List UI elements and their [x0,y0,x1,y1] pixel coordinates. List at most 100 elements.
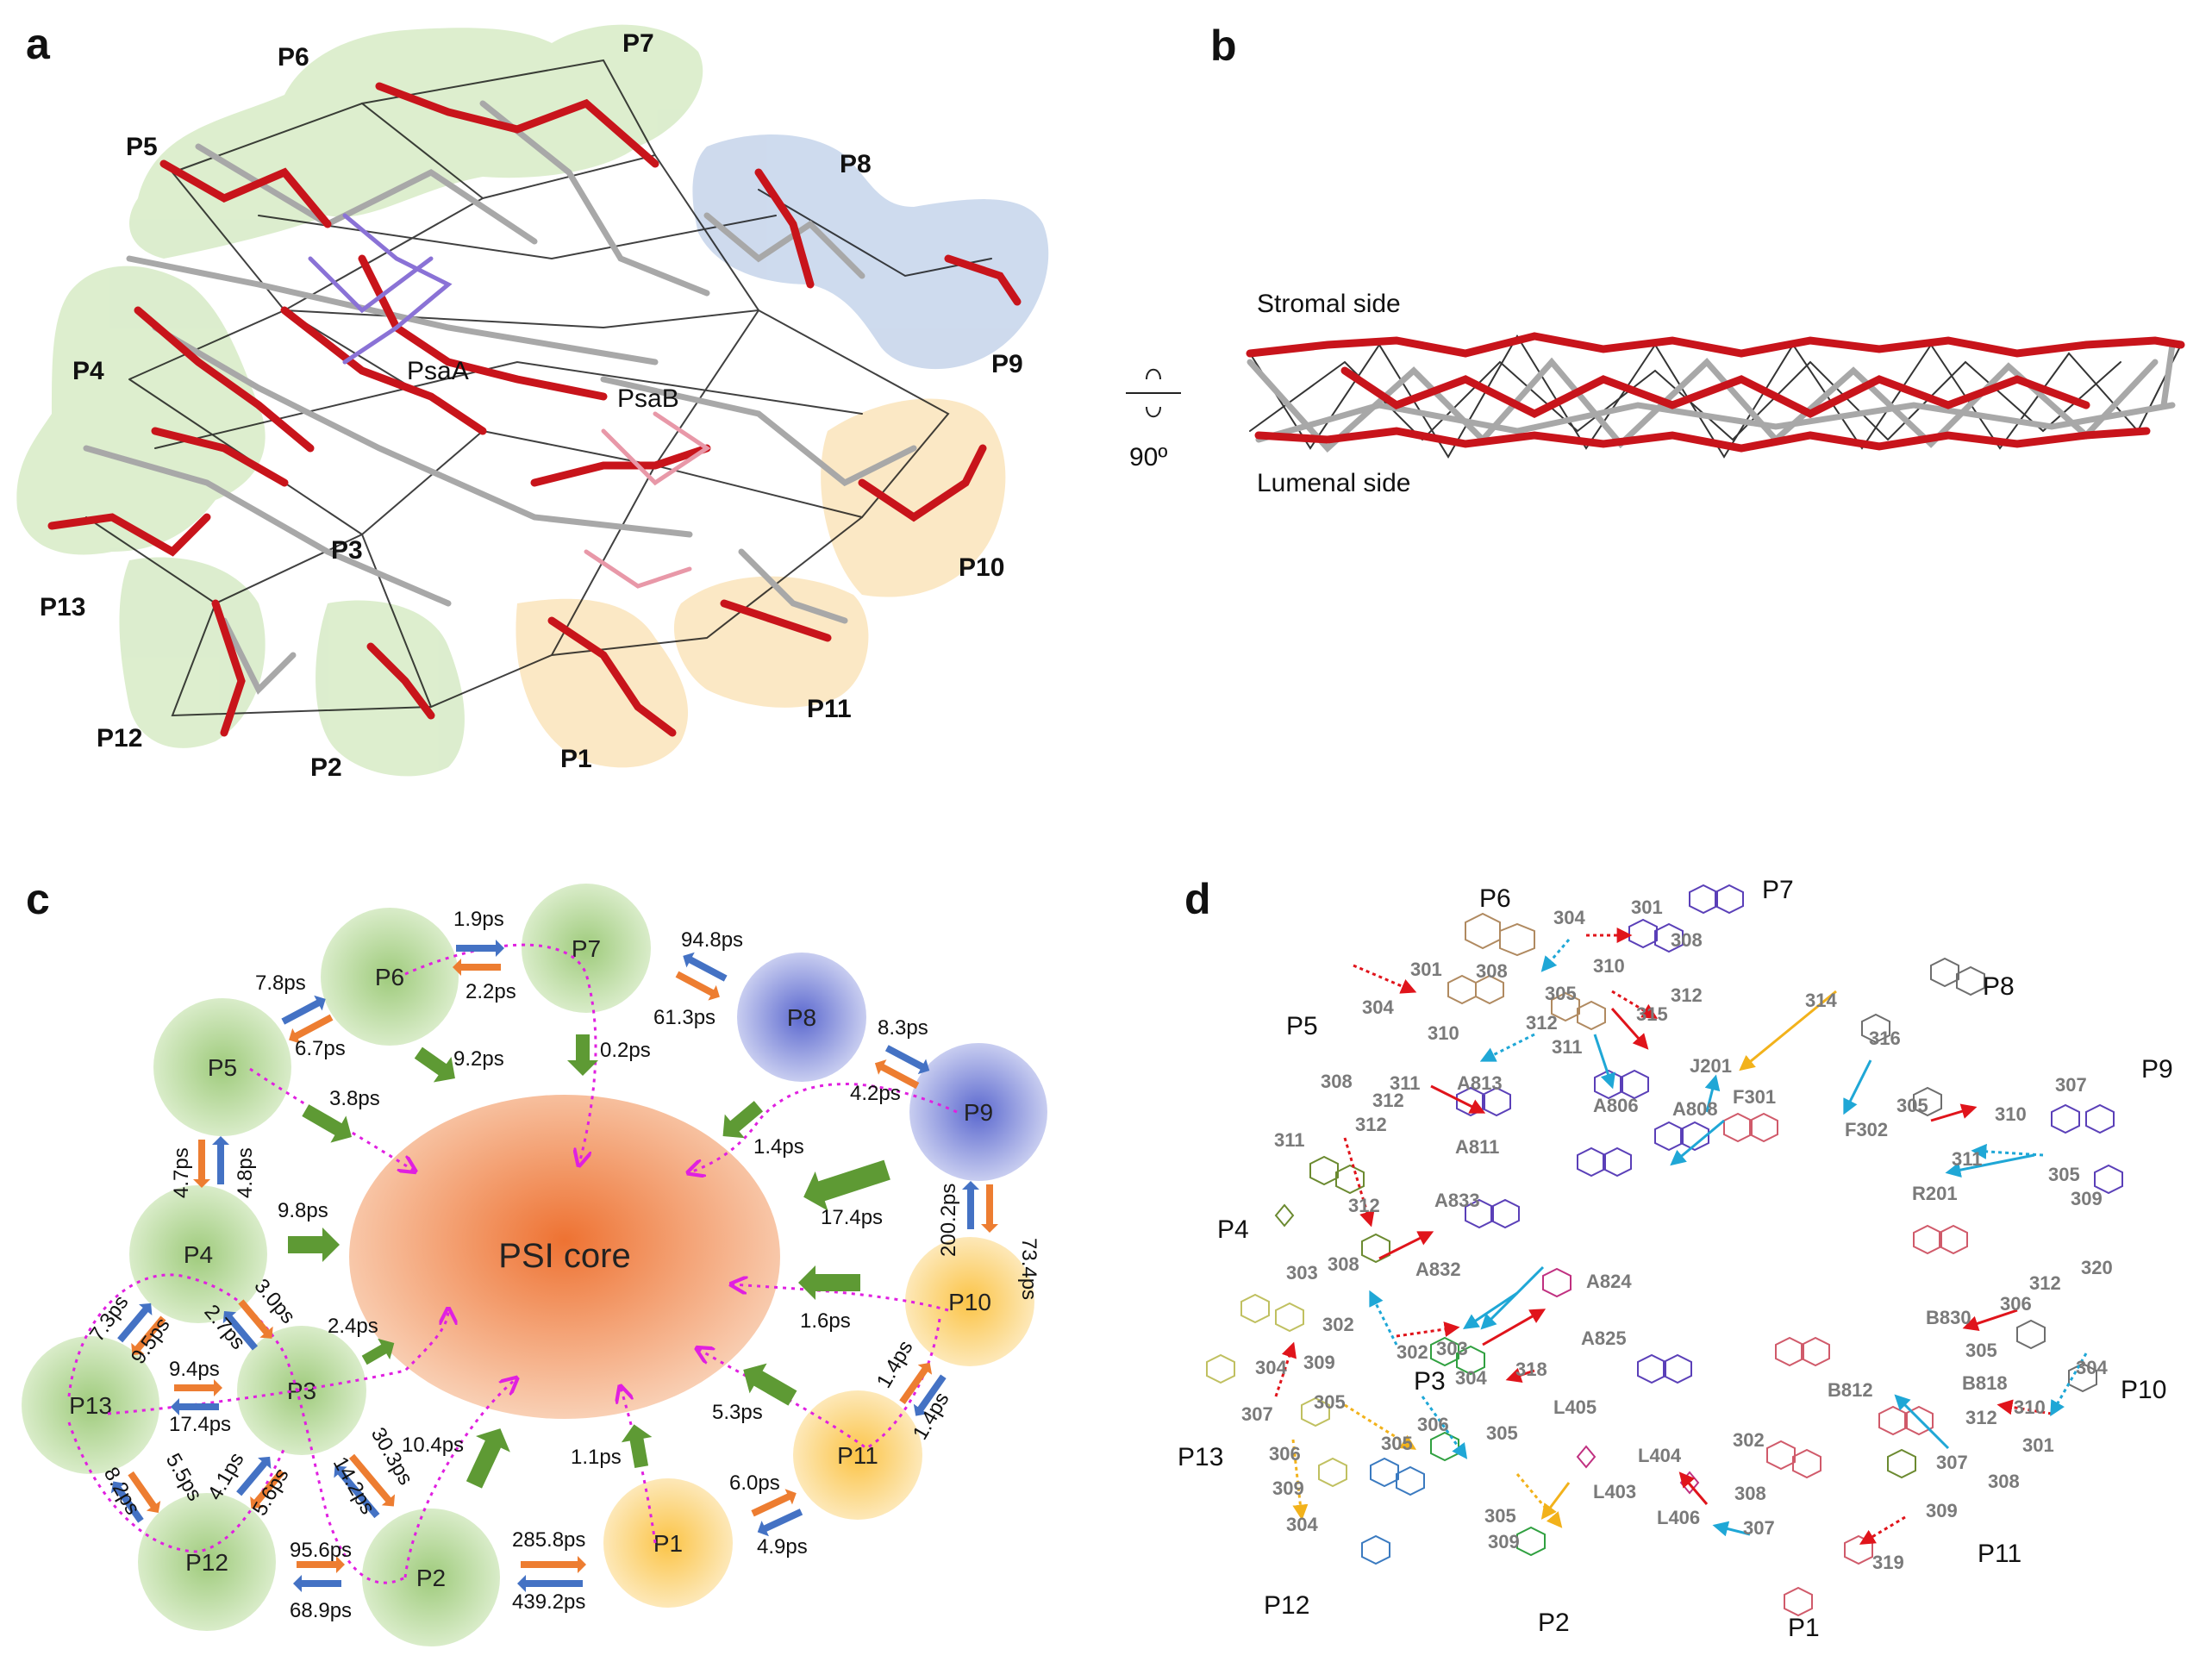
pigment-label: 311 [1390,1072,1421,1094]
rate-core-p1: 1.1ps [571,1446,622,1469]
core-arrows [288,1034,890,1489]
pigment-label: 302 [1733,1429,1765,1451]
panel-c: c PSI core P1 P2 P3 P4 P5 P6 P7 P8 P9 P1… [22,875,1047,1646]
pigment-label: 305 [1484,1505,1516,1527]
pigment-label: 310 [2014,1396,2046,1418]
pigment-label: 312 [1372,1090,1404,1111]
d-label-p6: P6 [1479,884,1511,913]
rate-core-p10: 1.6ps [800,1309,851,1333]
rate-p7-p6: 2.2ps [466,980,516,1003]
arrow-pair-p8-p9 [874,1045,930,1090]
pigment-label: 306 [2000,1293,2032,1315]
cluster-bg-p11 [673,576,869,708]
core-arrow-p5 [302,1104,352,1143]
pigment-label: 316 [1869,1028,1901,1049]
label-p7: P7 [622,29,654,58]
node-p1 [603,1478,733,1608]
label-psaa: PsaA [407,357,469,385]
lumenal-side-label: Lumenal side [1257,469,1410,497]
rate-p2-p3: 14.2ps [328,1453,379,1519]
rotation-label: 90º [1129,443,1167,472]
pigment-label: 304 [1286,1514,1318,1535]
core-arrow-p7 [567,1034,598,1076]
pigment-label: 314 [1805,990,1837,1011]
rate-p10-p9: 73.4ps [1017,1238,1040,1300]
pigment-label: 306 [1269,1443,1301,1465]
rate-p1-p11: 6.0ps [729,1471,780,1495]
pigment-label: 312 [1355,1114,1387,1135]
arrow-pair-p4-p5 [193,1136,229,1188]
rate-p1-p2: 439.2ps [512,1590,585,1614]
label-p3: P3 [331,536,363,565]
label-p2: P2 [310,753,342,782]
node-p10 [905,1237,1034,1366]
arrow-pair-p1-p11 [751,1489,803,1537]
d-label-p12: P12 [1264,1591,1309,1620]
pigment-label: 305 [1314,1391,1346,1413]
d-label-p4: P4 [1217,1215,1249,1244]
d-label-p3: P3 [1414,1367,1446,1396]
rate-p6-p7: 1.9ps [453,908,504,931]
rate-p11-p1: 4.9ps [757,1535,808,1559]
pigment-label: B818 [1962,1372,2008,1394]
transfer-arrows [1274,928,2088,1545]
node-p9-label: P9 [964,1099,993,1126]
pigment-label: 310 [1593,955,1625,977]
label-p4: P4 [72,357,104,385]
d-label-p13: P13 [1178,1443,1223,1471]
node-p13-label: P13 [69,1392,112,1419]
pigment-label: 318 [1515,1359,1547,1380]
pigment-label: L404 [1638,1445,1682,1466]
arrow-pair-p4-p3 [222,1299,273,1351]
panel-b: b Stromal side Lumenal side 90º [1126,22,2185,497]
arrow-pair-p13-p12 [110,1471,161,1523]
node-p2 [362,1509,500,1646]
panel-d: d [1178,875,2173,1642]
rate-p5-p6: 7.8ps [255,971,306,995]
node-p8 [737,953,866,1082]
pigment-label: 309 [1926,1500,1958,1521]
pigment-label: 302 [1397,1341,1428,1363]
rate-p5-p4: 4.8ps [234,1147,257,1198]
node-p4 [129,1185,267,1323]
inter-node-arrows [110,940,998,1592]
pigment-label: A806 [1593,1095,1639,1116]
panel-a-cluster-labels: P1 P2 P3 P4 P5 P6 P7 P8 P9 P10 P11 P12 P… [40,29,1023,782]
node-p12 [138,1493,276,1631]
node-p5 [153,998,291,1136]
pigment-label: 312 [1348,1195,1380,1216]
pigment-label: 309 [1303,1352,1335,1373]
pigment-label: 312 [1965,1407,1997,1428]
rate-p3-p13: 17.4ps [169,1413,231,1436]
arrow-pair-p11-p10 [899,1362,947,1416]
psi-core-label: PSI core [498,1237,630,1275]
label-p10: P10 [959,553,1004,582]
label-p5: P5 [126,133,158,161]
pigment-label: 304 [2076,1357,2108,1378]
pigment-label: 303 [1436,1338,1468,1359]
rate-core-p4: 9.8ps [278,1199,328,1222]
rotation-icon [1126,368,1181,418]
label-p12: P12 [97,724,142,753]
panel-a: a [16,20,1049,782]
rate-p10-p11: 1.4ps [909,1389,954,1444]
pigment-label: 308 [1328,1253,1359,1275]
rate-p9-p10: 200.2ps [937,1184,960,1257]
pigment-label: 305 [1545,983,1577,1004]
arrow-pair-p3-p12 [236,1456,285,1509]
rate-p13-p12: 5.5ps [161,1450,207,1505]
pigment-label: 303 [1286,1262,1318,1284]
panel-b-label: b [1210,22,1237,70]
node-p2-label: P2 [416,1565,446,1591]
panel-d-cluster-labels: P1 P2 P3 P4 P5 P6 P7 P8 P9 P10 P11 P12 P… [1178,876,2173,1642]
core-arrow-p3 [361,1338,395,1365]
pigment-label: A824 [1586,1271,1632,1292]
node-p10-label: P10 [948,1289,991,1315]
arrow-pair-p6-p7 [453,940,504,976]
pigment-labels: 304 301 308 301 308 305 310 312 315 312 … [1241,896,2113,1573]
pigment-label: 312 [1671,984,1703,1006]
pigment-label: 301 [2022,1434,2054,1456]
d-label-p9: P9 [2141,1055,2173,1084]
node-p12-label: P12 [185,1549,228,1576]
rate-p8-p9: 8.3ps [878,1016,928,1040]
